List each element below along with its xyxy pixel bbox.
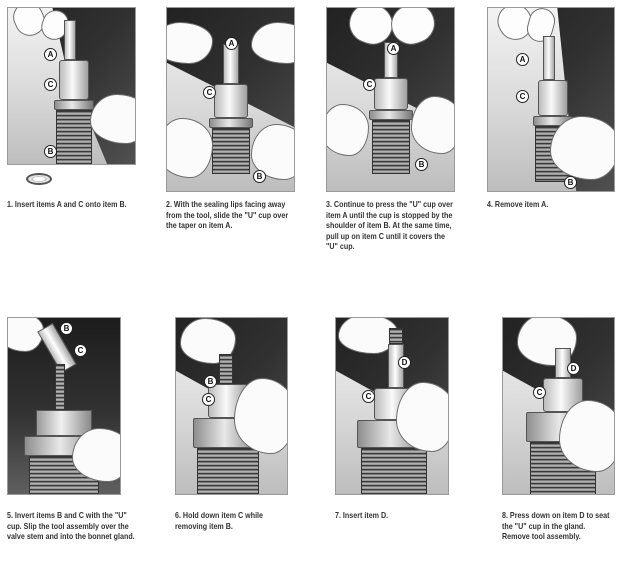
- step-4-label-b: B: [564, 176, 577, 189]
- step-8-photo: D C: [502, 317, 615, 495]
- step-5-label-b: B: [60, 322, 73, 335]
- step-3-item-c: [373, 78, 408, 110]
- step-6-body-threads: [196, 448, 259, 494]
- step-5-lower-hand: [72, 428, 120, 482]
- step-2-item-c: [213, 84, 248, 118]
- step-4-item-c: [538, 80, 568, 116]
- step-3-label-c: C: [363, 78, 376, 91]
- step-1-item-b: [55, 110, 92, 164]
- step-1-label-c: C: [44, 78, 57, 91]
- step-2-label-b: B: [253, 170, 266, 183]
- step-7-item-d-tip: [389, 328, 403, 344]
- step-1-item-a: [63, 20, 76, 60]
- step-1-label-a: A: [44, 48, 57, 61]
- step-3-caption: 3. Continue to press the "U" cup over it…: [326, 199, 453, 252]
- step-5-caption: 5. Invert items B and C with the "U" cup…: [7, 510, 135, 542]
- step-6-photo: B C: [175, 317, 288, 495]
- step-4-label-a: A: [516, 53, 529, 66]
- step-1-ring: [53, 100, 94, 110]
- step-1-item-c: [58, 60, 89, 100]
- step-7-photo: D C: [335, 317, 449, 495]
- step-2-ring: [208, 118, 253, 128]
- step-1-photo: A C B: [7, 7, 136, 165]
- step-3-label-a: A: [387, 42, 400, 55]
- step-5-photo: B C: [7, 317, 121, 495]
- step-1-hand: [90, 94, 135, 144]
- step-7-label-c: C: [362, 390, 375, 403]
- step-4-item-a: [543, 36, 555, 80]
- step-4-label-c: C: [516, 90, 529, 103]
- step-8-label-c: C: [533, 386, 546, 399]
- step-7-label-d: D: [398, 356, 411, 369]
- step-4-photo: A C B: [487, 7, 615, 192]
- step-8-label-d: D: [567, 362, 580, 375]
- step-3-left-hand: [327, 104, 369, 156]
- step-1-caption: 1. Insert items A and C onto item B.: [7, 199, 127, 209]
- step-3-right-hand: [411, 96, 454, 154]
- step-7-body-threads: [361, 448, 427, 494]
- step-3-item-b: [371, 120, 410, 174]
- step-5-label-c: C: [74, 344, 87, 357]
- step-2-label-c: C: [203, 86, 216, 99]
- step-4-caption: 4. Remove item A.: [487, 199, 549, 209]
- step-5-valve-stem: [55, 364, 65, 410]
- step-2-item-b: [211, 128, 250, 174]
- step-2-label-a: A: [225, 37, 238, 50]
- step-2-lower-left-hand: [167, 118, 213, 178]
- step-2-item-a: [222, 44, 239, 84]
- step-5-bonnet: [36, 410, 92, 436]
- step-2-caption: 2. With the sealing lips facing away fro…: [166, 199, 289, 231]
- step-8-caption: 8. Press down on item D to seat the "U" …: [502, 510, 610, 542]
- step-3-ring: [368, 110, 413, 120]
- step-6-label-b: B: [204, 375, 217, 388]
- step-6-label-c: C: [202, 393, 215, 406]
- step-6-item-b: [218, 354, 233, 384]
- step-4-hand: [550, 116, 614, 180]
- step-6-caption: 6. Hold down item C while removing item …: [175, 510, 264, 531]
- step-3-photo: A C B: [326, 7, 455, 192]
- step-2-left-hand: [167, 22, 213, 64]
- step-2-photo: A C B: [166, 7, 295, 192]
- step-1-u-cup: [26, 173, 52, 185]
- step-7-caption: 7. Insert item D.: [335, 510, 389, 520]
- step-3-label-b: B: [415, 158, 428, 171]
- step-2-right-hand: [251, 22, 294, 64]
- step-8-lower-hand: [559, 400, 614, 472]
- step-1-label-b: B: [44, 145, 57, 158]
